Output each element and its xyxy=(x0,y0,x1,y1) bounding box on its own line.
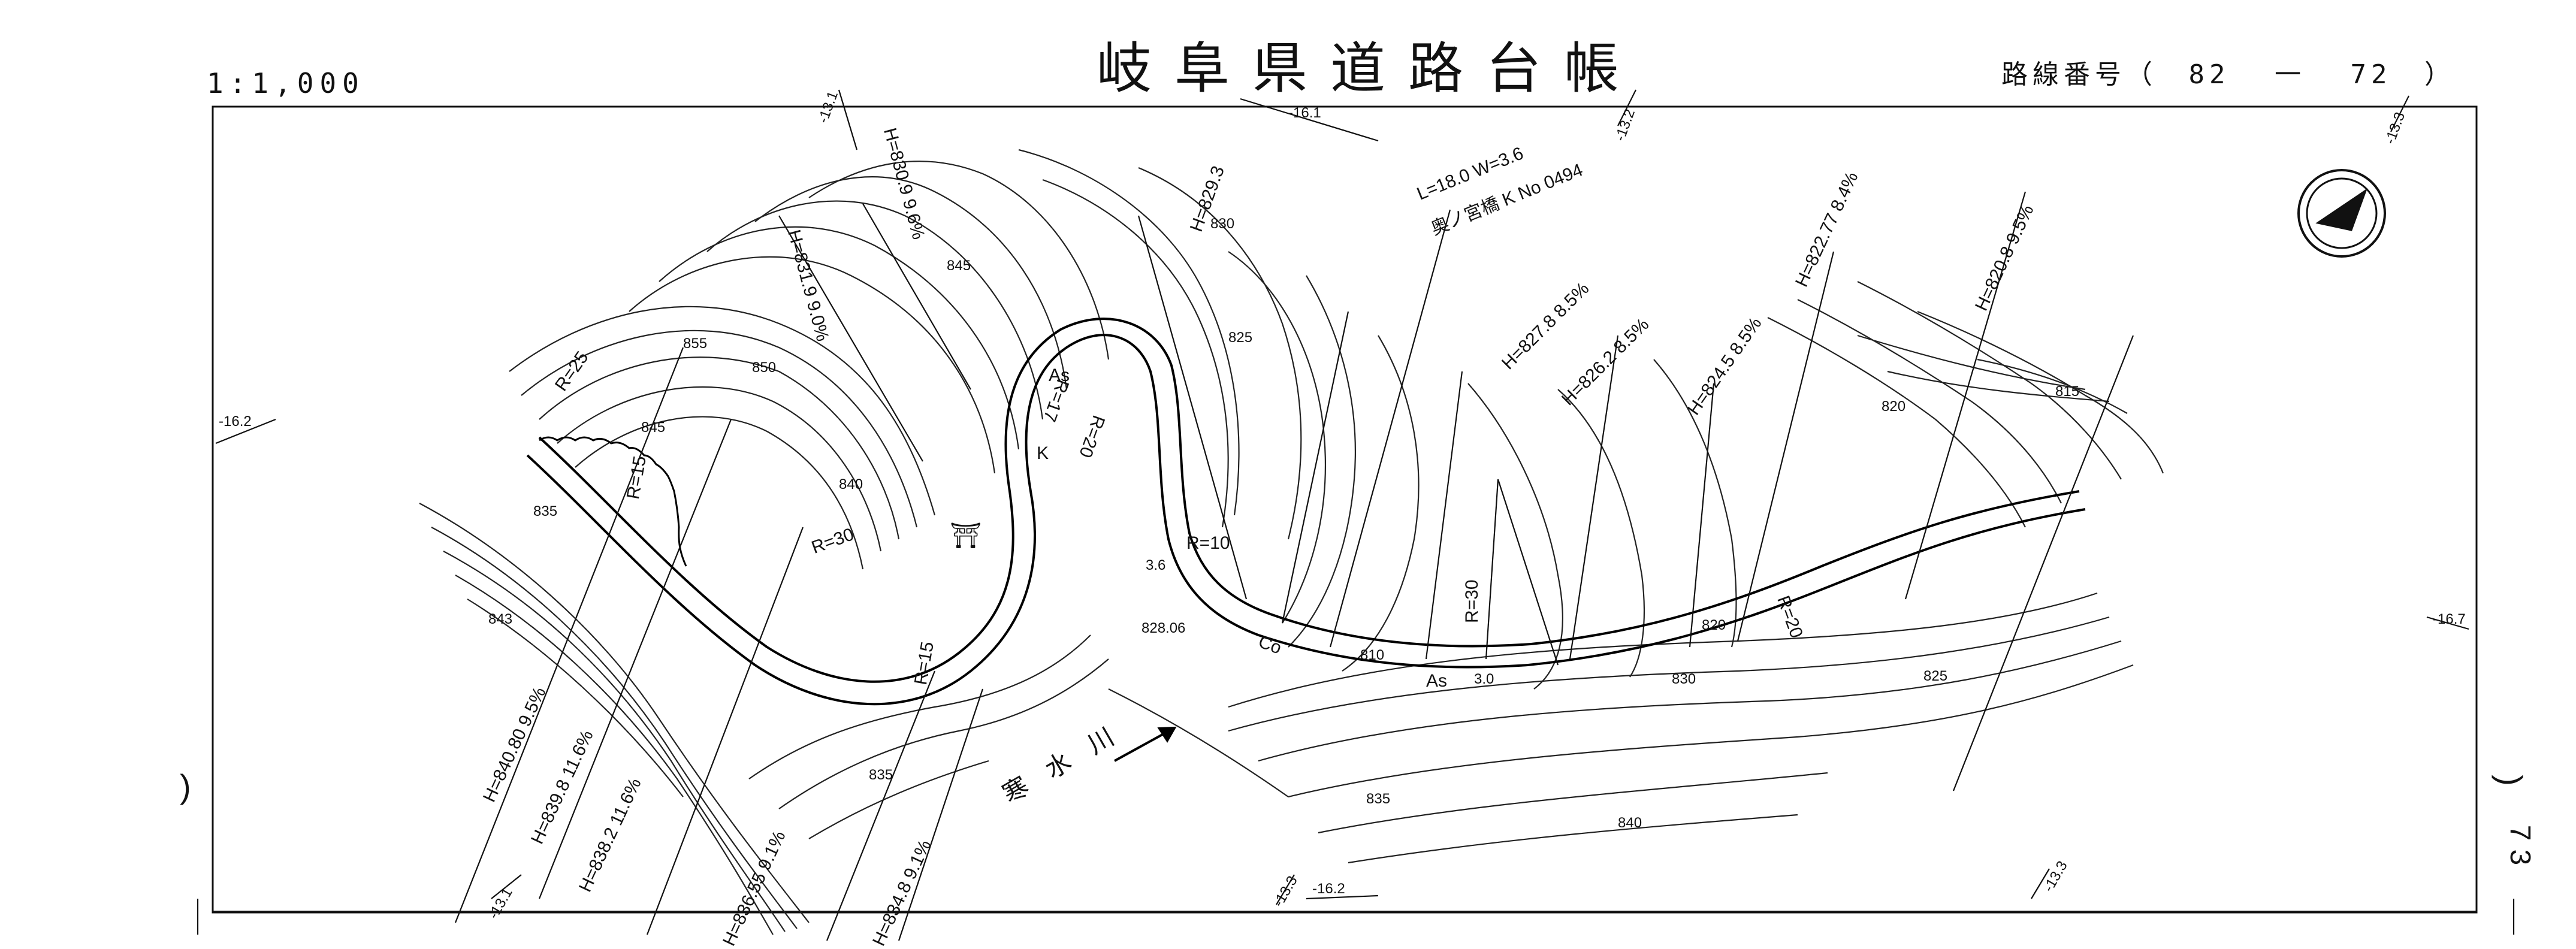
boundary-marker: -16.2 xyxy=(1312,881,1345,897)
contour-label: 843 xyxy=(488,611,513,627)
route-label: 路線番号（ xyxy=(2001,59,2157,90)
sheet-number: 73 xyxy=(2504,824,2536,874)
contour-label: 820 xyxy=(1882,398,1906,415)
boundary-marker: -16.1 xyxy=(1288,105,1321,121)
north-arrow-icon xyxy=(2297,169,2386,258)
contour-label: 830 xyxy=(1672,671,1696,687)
contour-label: 825 xyxy=(1228,330,1253,346)
contour-label: 840 xyxy=(839,476,863,492)
width-label: 3.6 xyxy=(1146,557,1166,573)
contour-lines xyxy=(419,149,2164,935)
contour-label: 855 xyxy=(683,336,708,352)
contour-label: 810 xyxy=(1360,647,1385,663)
contour-label: 828.06 xyxy=(1141,620,1186,636)
contour-label: 820 xyxy=(1702,617,1726,633)
contour-label: 840 xyxy=(1618,815,1642,831)
contour-label: 845 xyxy=(947,258,971,274)
contour-label: 850 xyxy=(752,359,777,376)
surface-label: K xyxy=(1037,443,1049,463)
boundary-marker: -16.7 xyxy=(2433,611,2466,627)
route-close: ） xyxy=(2424,59,2456,90)
boundary-marker: -16.2 xyxy=(219,413,252,430)
surface-label: As xyxy=(1049,365,1070,385)
map-title: 岐阜県道路台帳 xyxy=(1097,37,1642,101)
contour-label: 835 xyxy=(533,503,558,519)
left-paren: ) xyxy=(180,767,191,805)
route-number-a: 82 xyxy=(2188,59,2230,90)
right-paren: ) xyxy=(2491,775,2529,786)
route-number: 路線番号（ 82 一 72 ） xyxy=(2001,53,2456,91)
contour-label: 815 xyxy=(2055,383,2080,400)
curve-radius: R=30 xyxy=(1462,579,1482,623)
river-arrow-icon xyxy=(1114,726,1177,762)
surface-label: As xyxy=(1426,671,1448,691)
road xyxy=(526,318,2086,706)
contour-label: 825 xyxy=(1923,668,1948,684)
curve-radius: R=10 xyxy=(1186,533,1230,553)
contour-label: 835 xyxy=(869,767,893,783)
shrine-icon: ⛩ xyxy=(950,521,982,549)
contour-label: 845 xyxy=(641,419,666,436)
width-label: 3.0 xyxy=(1474,671,1494,687)
contour-label: 835 xyxy=(1366,791,1391,807)
section-lines xyxy=(454,191,2134,941)
route-dash: 一 xyxy=(2274,59,2306,90)
contour-label: 830 xyxy=(1210,216,1235,232)
scale-label: 1:1,000 xyxy=(207,67,365,99)
route-number-b: 72 xyxy=(2350,59,2392,90)
